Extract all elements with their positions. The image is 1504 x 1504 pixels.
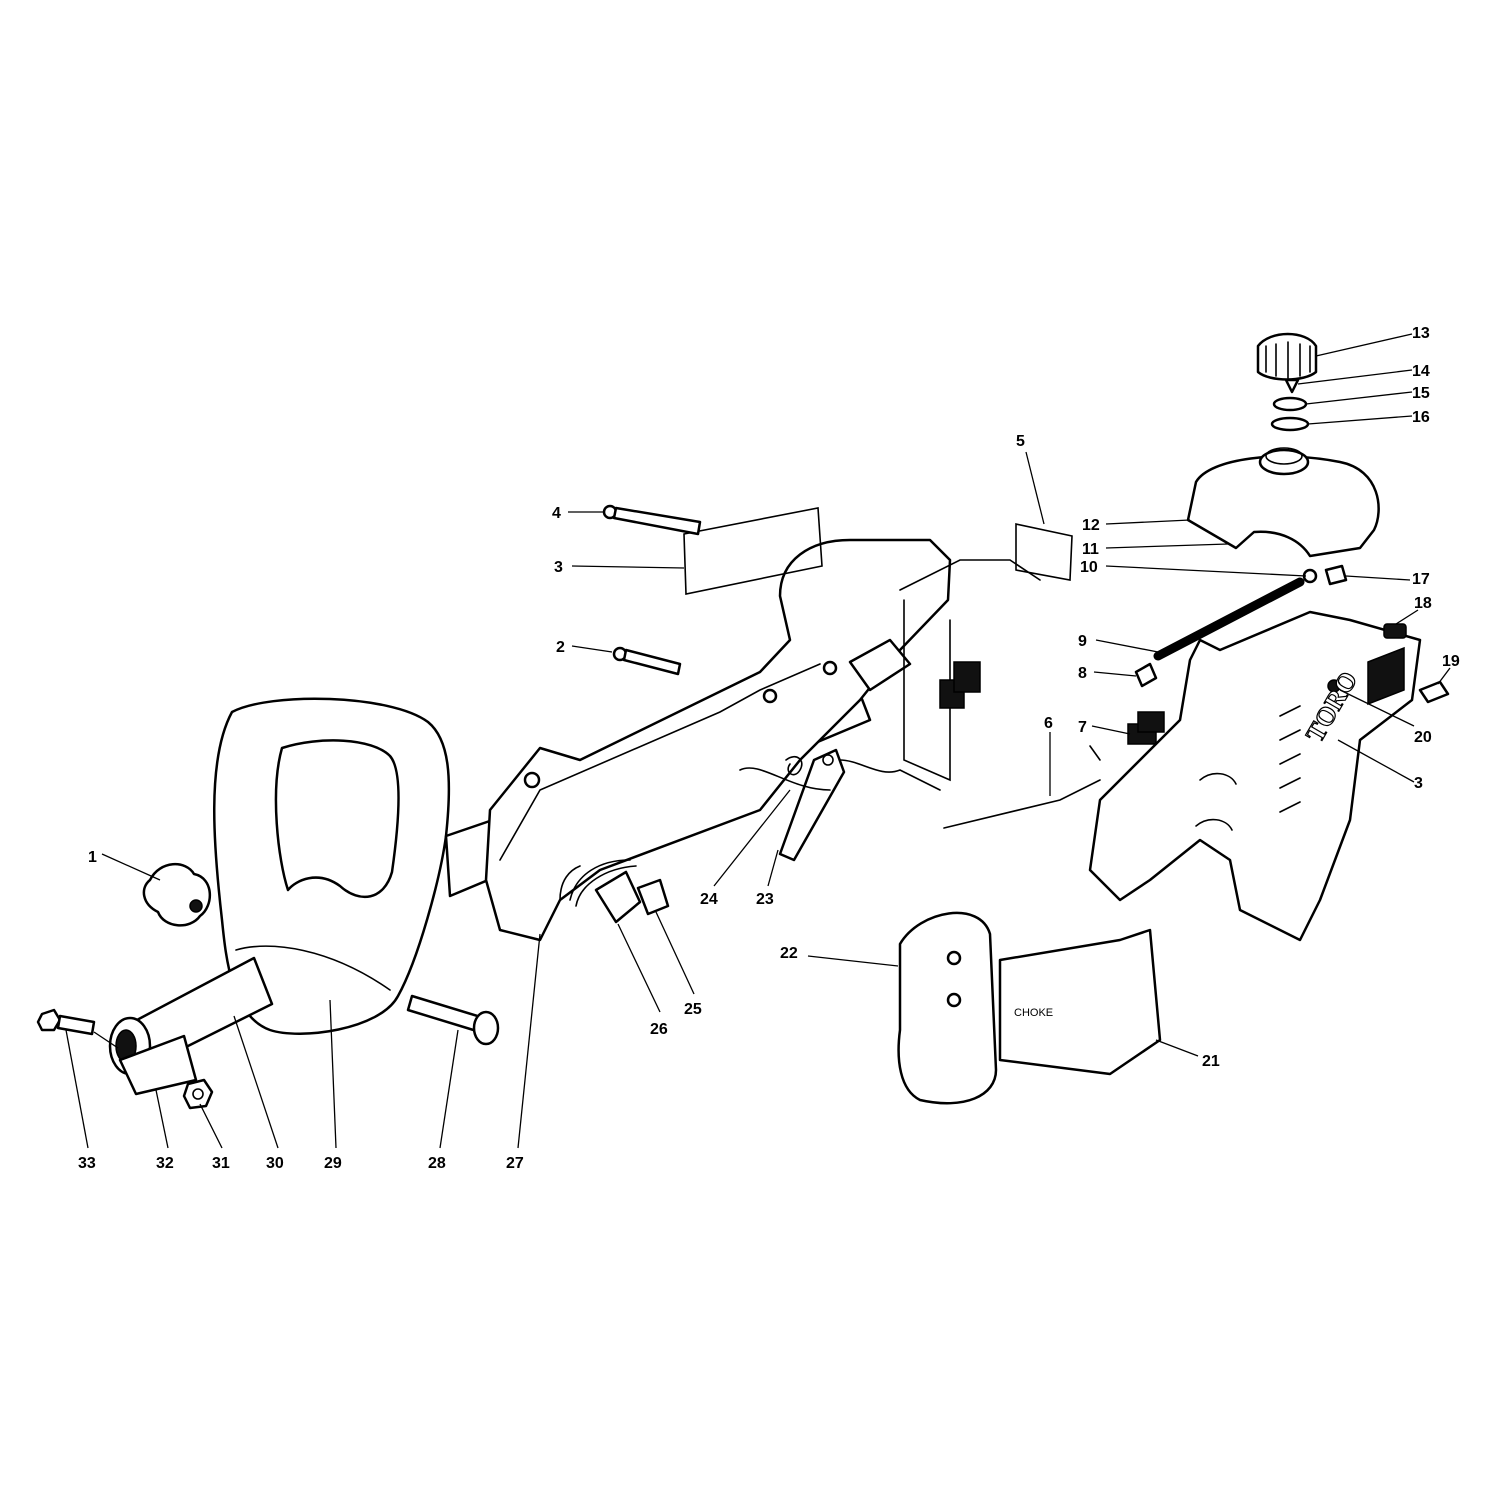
- callout-13: 13: [1412, 325, 1430, 342]
- callout-4: 4: [552, 505, 561, 522]
- callout-3-shroud: 3: [1414, 775, 1423, 792]
- callout-1: 1: [88, 849, 97, 866]
- callout-20: 20: [1414, 729, 1432, 746]
- callout-9: 9: [1078, 633, 1087, 650]
- callout-5: 5: [1016, 433, 1025, 450]
- hex-nut: [182, 1078, 214, 1110]
- long-screw: [602, 504, 702, 536]
- callout-10: 10: [1080, 559, 1098, 576]
- callout-31: 31: [212, 1155, 230, 1172]
- callout-32: 32: [156, 1155, 174, 1172]
- callout-25: 25: [684, 1001, 702, 1018]
- callout-23: 23: [756, 891, 774, 908]
- callout-6: 6: [1044, 715, 1053, 732]
- callout-33: 33: [78, 1155, 96, 1172]
- handle-knob: [142, 862, 212, 927]
- short-screw: [612, 646, 682, 676]
- tank-grommet: [1383, 623, 1407, 639]
- callout-28: 28: [428, 1155, 446, 1172]
- callout-7: 7: [1078, 719, 1087, 736]
- tank-cap: [1256, 332, 1318, 381]
- callout-14: 14: [1412, 363, 1430, 380]
- callout-3: 3: [554, 559, 563, 576]
- fuel-tank: [1186, 447, 1380, 558]
- frame-wire: [943, 745, 1101, 829]
- cap-retainer: [1272, 396, 1308, 412]
- callout-26: 26: [650, 1021, 668, 1038]
- screw-19: [1418, 680, 1450, 704]
- callout-27: 27: [506, 1155, 524, 1172]
- trigger-spring: [739, 755, 831, 791]
- callout-2: 2: [556, 639, 565, 656]
- leader-lines: [65, 333, 1451, 1149]
- callout-15: 15: [1412, 385, 1430, 402]
- throttle-trigger: [778, 748, 846, 862]
- decal-upper: [683, 507, 823, 595]
- engine-shroud: [1088, 610, 1422, 942]
- callout-22: 22: [780, 945, 798, 962]
- callout-11: 11: [1082, 541, 1099, 558]
- rubber-mount: [1127, 711, 1165, 745]
- choke-cover: CHOKE: [998, 928, 1162, 1076]
- bracket-bolt: [36, 1008, 96, 1036]
- choke-decal-label: CHOKE: [1014, 1007, 1053, 1019]
- front-cover: [897, 911, 998, 1105]
- decal-side: [1015, 523, 1073, 581]
- carriage-bolt: [406, 994, 500, 1046]
- callout-16: 16: [1412, 409, 1430, 426]
- callout-12: 12: [1082, 517, 1100, 534]
- loop-handle: [213, 697, 451, 1035]
- callout-numbers: 1 2 3 4 5 6 7 8 9 10 11 12 13 14 15 16 1…: [78, 325, 1460, 1172]
- callout-24: 24: [700, 891, 718, 908]
- callout-8: 8: [1078, 665, 1087, 682]
- callout-19: 19: [1442, 653, 1460, 670]
- cap-vent: [1284, 378, 1300, 394]
- ignition-switch: [569, 859, 642, 924]
- callout-29: 29: [324, 1155, 342, 1172]
- callout-18: 18: [1414, 595, 1432, 612]
- tank-fitting: [1324, 564, 1348, 586]
- fuel-line: [1153, 577, 1305, 661]
- switch-clip: [636, 878, 670, 916]
- callout-21: 21: [1202, 1053, 1220, 1070]
- callout-17: 17: [1412, 571, 1430, 588]
- tube-bracket: [118, 1034, 198, 1096]
- fuel-filter: [1134, 662, 1158, 688]
- inner-frame: [839, 559, 1041, 791]
- callout-30: 30: [266, 1155, 284, 1172]
- cap-gasket: [1270, 416, 1310, 432]
